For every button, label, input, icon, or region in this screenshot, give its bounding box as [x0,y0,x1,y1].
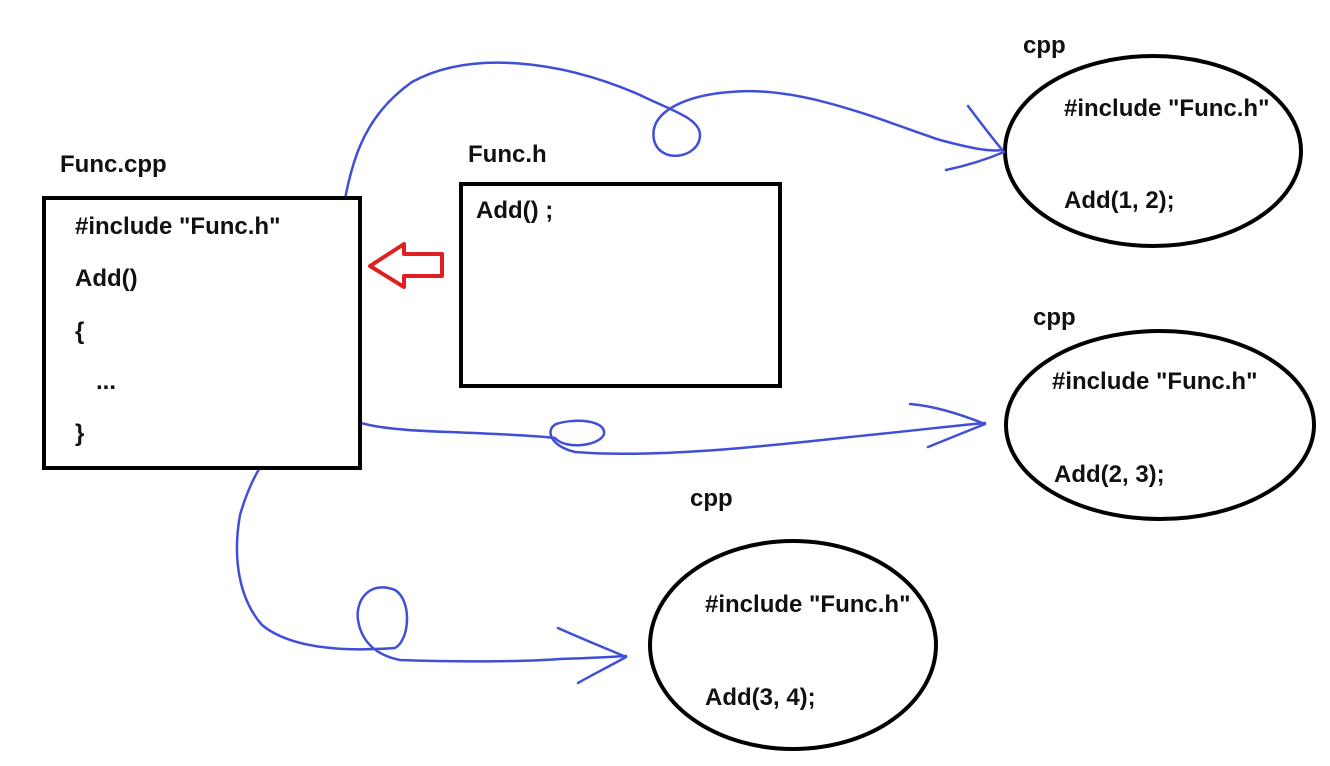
cpp-file-1-title: cpp [1023,32,1066,59]
func-cpp-line-add: Add() [75,265,138,292]
cpp-file-1-call: Add(1, 2); [1064,187,1175,214]
cpp-file-2-title: cpp [1033,304,1076,331]
func-cpp-line-open-brace: { [75,318,85,345]
cpp-file-1-circle [1003,54,1303,248]
cpp-file-3-call: Add(3, 4); [705,684,816,711]
func-cpp-title: Func.cpp [60,151,167,178]
include-arrow [368,242,444,289]
cpp-file-3-include: #include "Func.h" [705,591,911,618]
cpp-file-3-circle [648,539,938,751]
func-cpp-line-include: #include "Func.h" [75,213,281,240]
cpp-file-2-circle [1004,329,1316,521]
link-curve-to-cpp-1 [338,61,1004,228]
func-cpp-line-close-brace: } [75,420,85,447]
link-arrowhead-cpp-3 [556,626,628,685]
cpp-file-2-call: Add(2, 3); [1054,461,1165,488]
func-cpp-box [42,196,362,470]
func-h-line-add: Add() ; [476,197,554,224]
cpp-file-1-include: #include "Func.h" [1064,95,1270,122]
link-arrowhead-cpp-1 [944,104,1006,172]
link-curve-to-cpp-3 [235,436,628,663]
func-cpp-line-ellipsis: ... [96,368,117,395]
func-h-box [459,182,782,388]
cpp-file-3-title: cpp [690,485,733,512]
link-curve-to-cpp-2 [323,400,987,456]
cpp-file-2-include: #include "Func.h" [1052,368,1258,395]
func-h-title: Func.h [468,141,547,168]
link-arrowhead-cpp-2 [908,402,987,449]
